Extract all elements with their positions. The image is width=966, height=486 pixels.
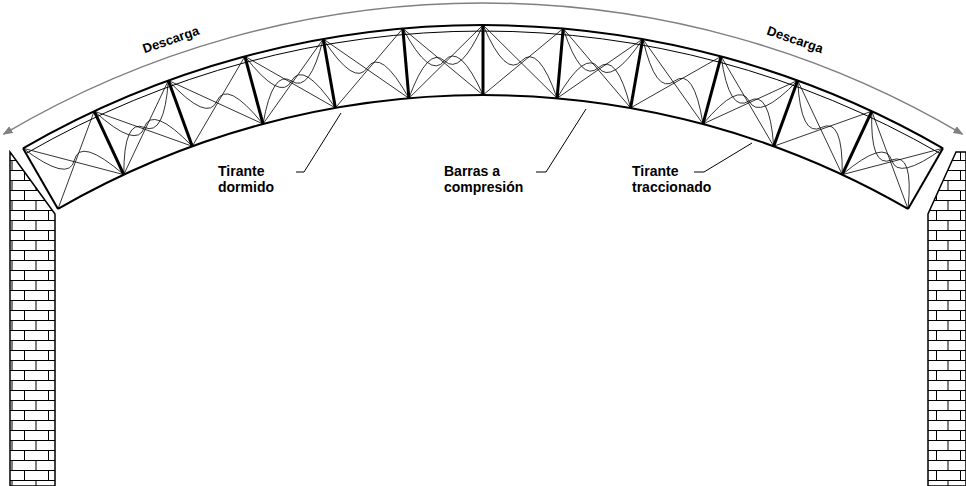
diagonal-tie <box>335 29 402 108</box>
compression-bar <box>774 80 798 146</box>
slack-tie <box>557 39 643 98</box>
diagonal-tie <box>842 148 943 174</box>
compression-bar <box>482 25 485 95</box>
compression-bar <box>403 29 409 99</box>
compression-bar <box>94 111 124 174</box>
slack-tie <box>842 148 943 174</box>
diagonal-tie <box>245 56 336 108</box>
part-label: Barras a compresión <box>444 163 538 195</box>
truss <box>4 3 963 209</box>
slack-tie <box>409 25 483 98</box>
diagonal-tie <box>483 25 557 98</box>
diagonal-tie <box>323 39 409 98</box>
brick-wall <box>10 152 966 486</box>
diagonal-tie <box>483 29 563 95</box>
slack-tie <box>563 29 630 108</box>
diagonal-tie <box>23 148 124 174</box>
diagonal-tie <box>631 56 722 108</box>
slack-tie <box>23 148 124 174</box>
slack-tie <box>403 29 483 96</box>
diagonal-tie <box>557 39 643 98</box>
compression-bar <box>557 29 563 99</box>
part-label: Tirante traccionado <box>632 163 696 195</box>
part-label: Tirante dormido <box>218 163 298 195</box>
leader-line <box>296 109 752 172</box>
compression-bar <box>168 80 192 146</box>
compression-bar <box>323 39 335 108</box>
flow-label: Descarga <box>141 23 202 57</box>
compression-bar <box>908 148 943 209</box>
compression-bar <box>842 111 872 174</box>
compression-bar <box>631 39 643 108</box>
compression-bar <box>703 56 721 124</box>
slack-tie <box>483 25 557 98</box>
bottom-chord <box>58 95 908 209</box>
flow-label: Descarga <box>764 23 825 57</box>
slack-tie <box>245 56 336 108</box>
diagonal-tie <box>403 29 483 95</box>
compression-bar <box>23 148 58 209</box>
diagonal-tie <box>563 29 630 108</box>
discharge-arrow <box>4 3 963 134</box>
compression-bar <box>245 56 263 124</box>
slack-tie <box>323 39 409 98</box>
diagonal-tie <box>409 25 483 98</box>
